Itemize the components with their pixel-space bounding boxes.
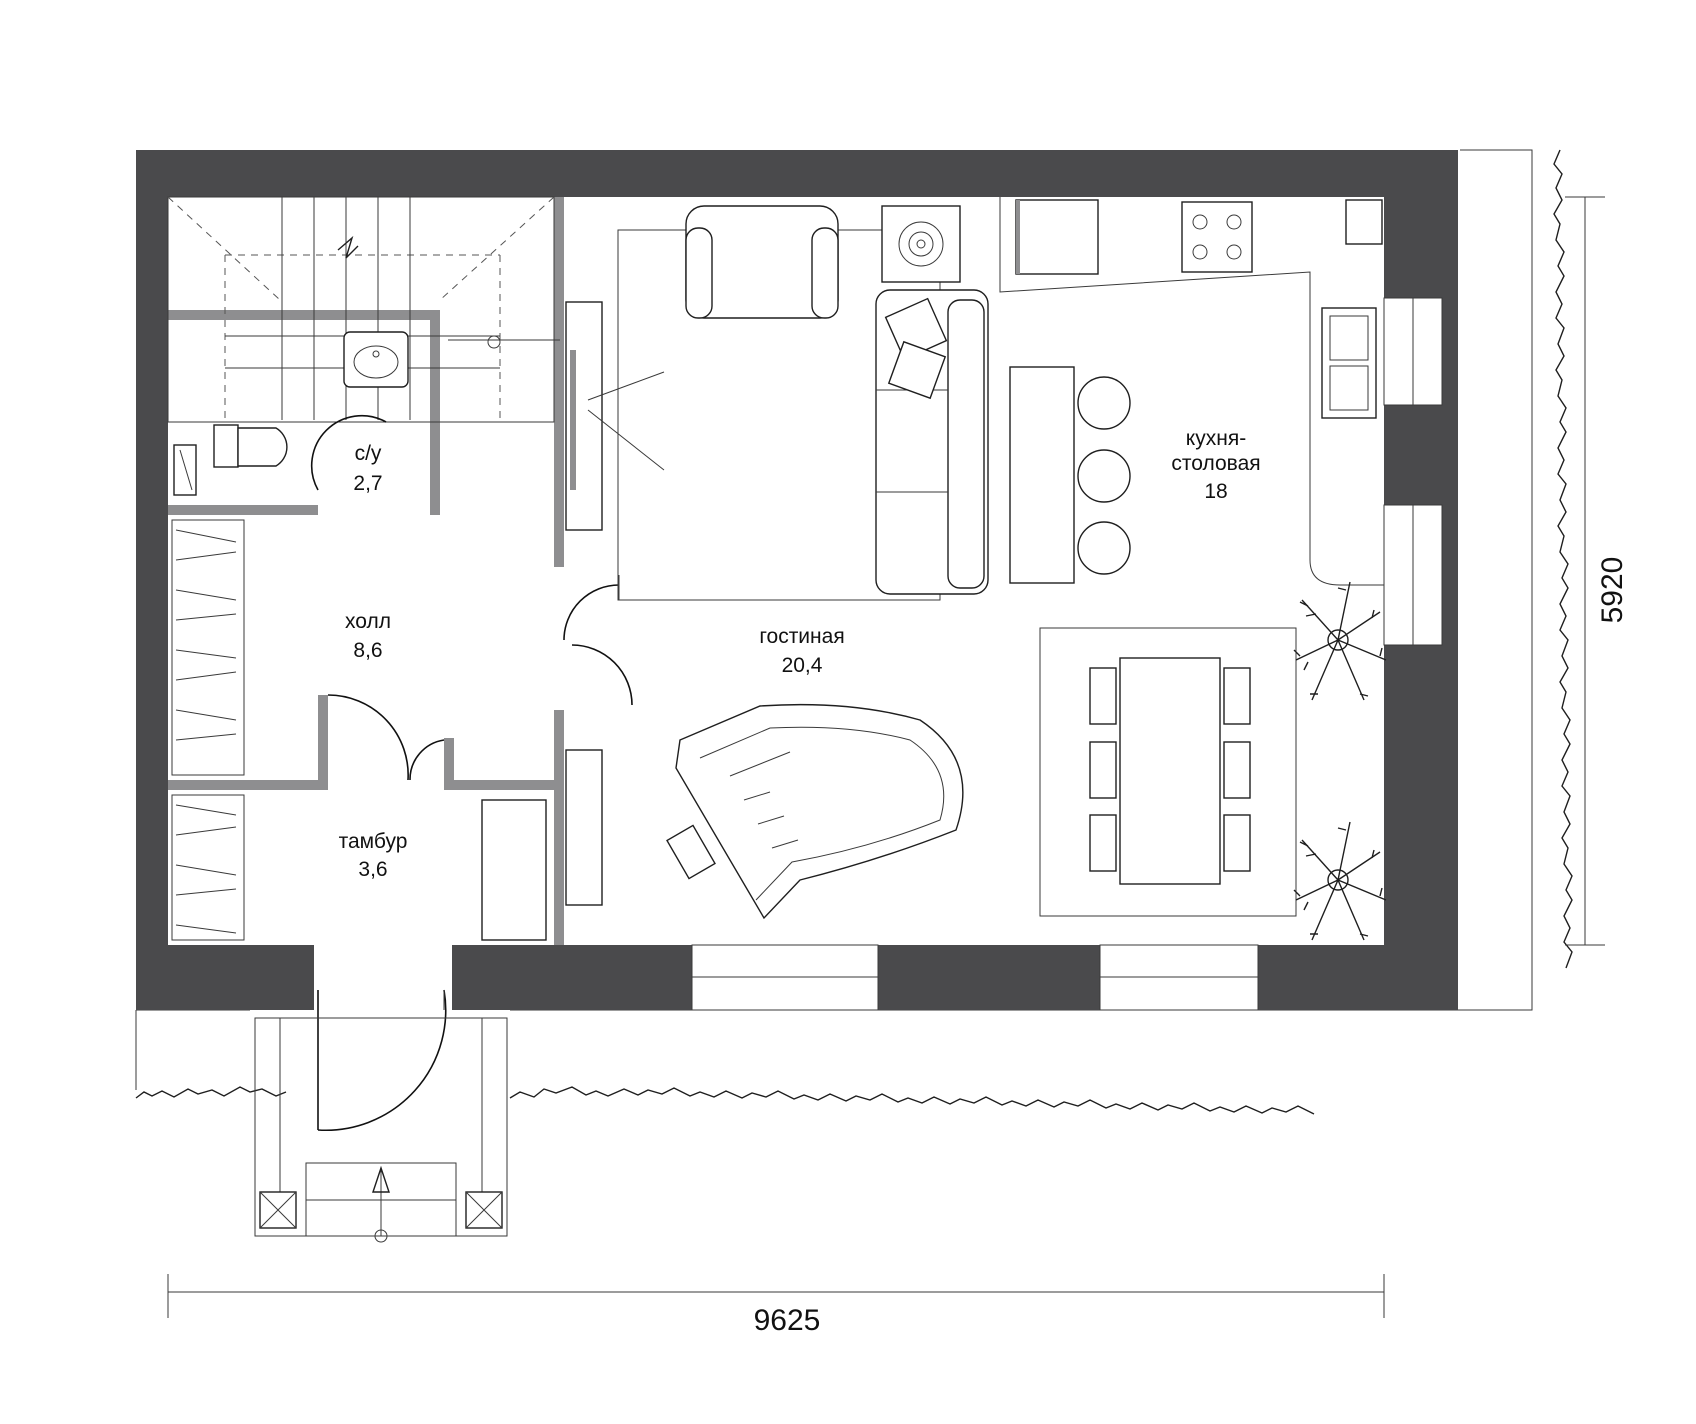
dimension-width: 9625: [754, 1304, 821, 1337]
interior-walls: [168, 197, 564, 945]
living-furniture: [617, 205, 989, 920]
porch: [254, 1017, 508, 1243]
room-hall-area: 8,6: [353, 639, 382, 662]
wardrobes: [171, 519, 245, 941]
vestibule-bench: [481, 799, 547, 941]
plant-top: [1293, 581, 1387, 701]
exterior-walls: [136, 150, 1458, 1011]
room-vestibule-name: тамбур: [339, 830, 408, 853]
room-kitchen-name-2: столовая: [1171, 452, 1260, 475]
dimension-height: 5920: [1596, 557, 1629, 624]
room-vestibule-area: 3,6: [358, 858, 387, 881]
room-wc-name: с/у: [355, 442, 382, 465]
plant-bottom: [1293, 821, 1387, 941]
kitchen-furniture: [999, 197, 1384, 917]
tv-units: [565, 301, 665, 906]
room-hall-name: холл: [345, 610, 391, 633]
room-kitchen-name-1: кухня-: [1186, 427, 1246, 450]
doors: [317, 575, 633, 1132]
room-labels: кухня- столовая 18 гостиная 20,4 холл 8,…: [339, 427, 1261, 881]
wc-fixtures: [173, 331, 409, 496]
room-living-name: гостиная: [759, 625, 844, 648]
dimension-lines: [167, 196, 1605, 1318]
room-living-area: 20,4: [782, 654, 823, 677]
room-wc-area: 2,7: [353, 472, 382, 495]
room-kitchen-area: 18: [1204, 480, 1227, 503]
staircase: [167, 196, 560, 423]
